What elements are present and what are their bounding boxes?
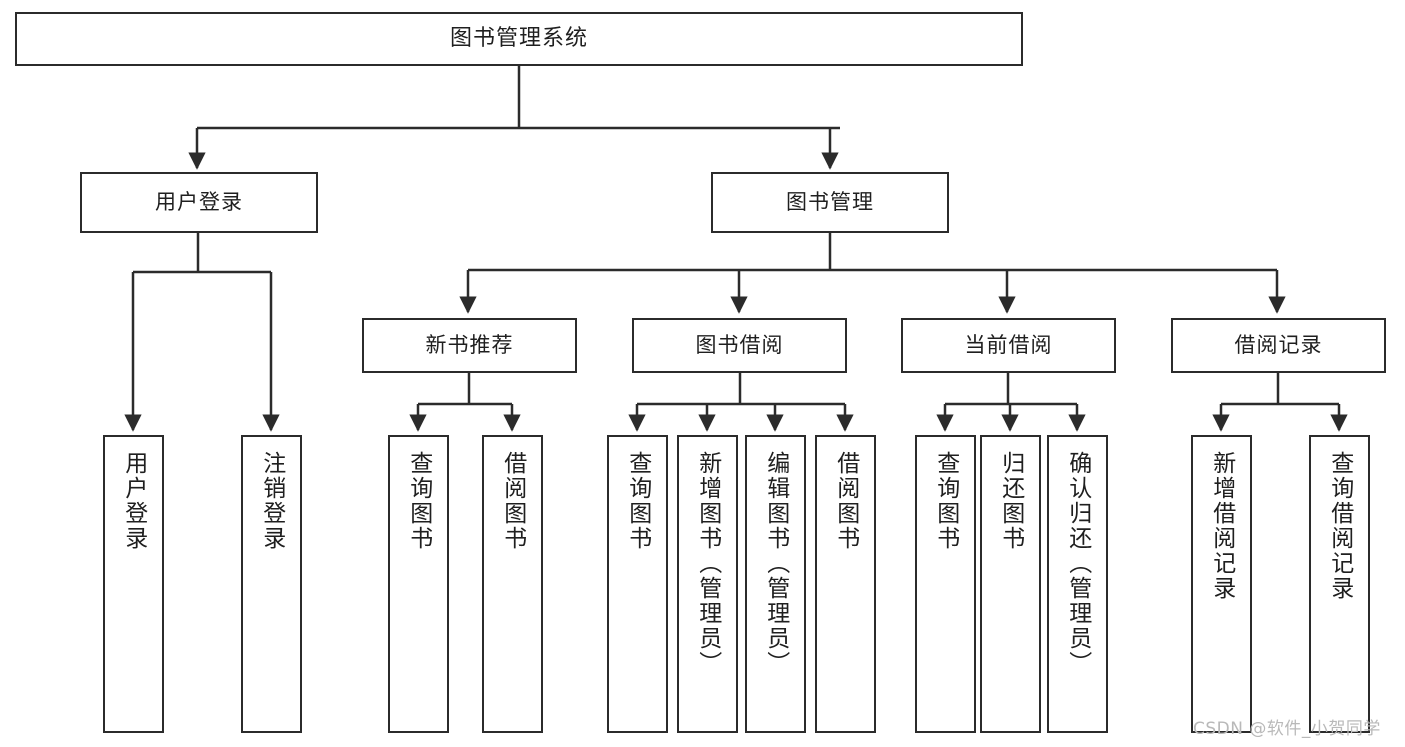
leaf-borrow-book-1-label: 借阅图书	[499, 451, 526, 551]
node-root-label: 图书管理系统	[449, 25, 588, 51]
leaf-logout[interactable]: 注销登录	[241, 435, 302, 733]
leaf-add-book[interactable]: 新增图书（管理员）	[677, 435, 738, 733]
leaf-logout-label: 注销登录	[258, 451, 285, 551]
leaf-borrow-book-1[interactable]: 借阅图书	[482, 435, 543, 733]
leaf-query-record-label: 查询借阅记录	[1326, 451, 1353, 601]
leaf-return-book-label: 归还图书	[997, 451, 1024, 551]
leaf-user-login-label: 用户登录	[120, 451, 147, 551]
leaf-query-book-1-label: 查询图书	[405, 451, 432, 551]
leaf-edit-book[interactable]: 编辑图书（管理员）	[745, 435, 806, 733]
leaf-edit-book-label: 编辑图书（管理员）	[762, 451, 789, 676]
leaf-return-book[interactable]: 归还图书	[980, 435, 1041, 733]
node-borrow-record[interactable]: 借阅记录	[1171, 318, 1386, 373]
leaf-query-record[interactable]: 查询借阅记录	[1309, 435, 1370, 733]
leaf-add-record-label: 新增借阅记录	[1208, 451, 1235, 601]
node-book-borrow-label: 图书借阅	[695, 332, 784, 357]
node-current-borrow-label: 当前借阅	[964, 332, 1053, 357]
node-borrow-record-label: 借阅记录	[1234, 332, 1323, 357]
node-book-manage-label: 图书管理	[786, 189, 874, 214]
leaf-borrow-book-2[interactable]: 借阅图书	[815, 435, 876, 733]
node-root[interactable]: 图书管理系统	[15, 12, 1023, 66]
leaf-confirm-return[interactable]: 确认归还（管理员）	[1047, 435, 1108, 733]
leaf-add-book-label: 新增图书（管理员）	[694, 451, 721, 676]
leaf-query-book-1[interactable]: 查询图书	[388, 435, 449, 733]
leaf-query-book-2[interactable]: 查询图书	[607, 435, 668, 733]
node-book-manage[interactable]: 图书管理	[711, 172, 949, 233]
node-book-borrow[interactable]: 图书借阅	[632, 318, 847, 373]
node-user-login[interactable]: 用户登录	[80, 172, 318, 233]
leaf-user-login[interactable]: 用户登录	[103, 435, 164, 733]
leaf-add-record[interactable]: 新增借阅记录	[1191, 435, 1252, 733]
leaf-query-book-3[interactable]: 查询图书	[915, 435, 976, 733]
leaf-query-book-3-label: 查询图书	[932, 451, 959, 551]
leaf-confirm-return-label: 确认归还（管理员）	[1064, 451, 1091, 676]
csdn-watermark: CSDN @软件_小贺同学	[1193, 719, 1381, 739]
node-current-borrow[interactable]: 当前借阅	[901, 318, 1116, 373]
node-user-login-label: 用户登录	[155, 189, 243, 214]
node-new-book-recommend-label: 新书推荐	[425, 332, 514, 357]
leaf-query-book-2-label: 查询图书	[624, 451, 651, 551]
leaf-borrow-book-2-label: 借阅图书	[832, 451, 859, 551]
node-new-book-recommend[interactable]: 新书推荐	[362, 318, 577, 373]
